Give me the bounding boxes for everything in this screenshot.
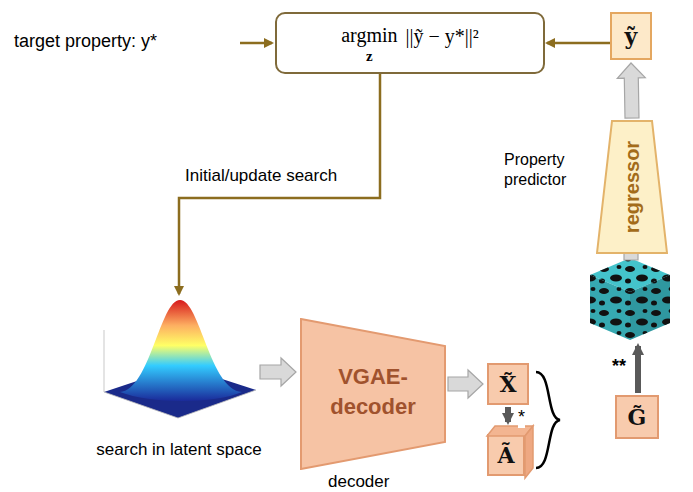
input-arrow	[240, 42, 272, 45]
latent-space-plot: search in latent space	[100, 292, 258, 420]
trapezoid-shape	[301, 319, 445, 469]
dark-arrow	[505, 407, 511, 422]
symbol-text: X̃	[499, 371, 516, 397]
operator-text: argmin	[341, 24, 397, 47]
decoder-title: VGAE- decoder	[300, 362, 446, 422]
regressor-text: regressor	[621, 141, 644, 233]
block-arrow	[260, 358, 296, 386]
edge-label: *	[518, 407, 525, 428]
target-label: target property: y*	[14, 31, 157, 52]
caption-text: search in latent space	[96, 440, 261, 460]
symbol-box: X̃	[487, 363, 529, 405]
symbol-box: ỹ	[610, 12, 652, 60]
adjacency-box: Ã	[487, 434, 525, 476]
callout-mark: **	[612, 356, 626, 377]
box-side-face	[525, 426, 533, 478]
argmin-group: argmin z	[341, 24, 397, 63]
heading-text: Property predictor	[504, 150, 586, 190]
decoder-trapezoid: VGAE- decoderdecoder	[300, 318, 446, 470]
gaussian-surface	[104, 300, 256, 418]
box-3d-faces	[487, 426, 547, 486]
symbol-box: G̃	[615, 395, 659, 439]
build-arrow	[635, 346, 641, 393]
block-arrow	[448, 370, 483, 398]
symbol-text: G̃	[628, 404, 647, 430]
regressor-trapezoid: Property predictorregressor	[596, 120, 668, 254]
block-arrow	[617, 63, 645, 118]
feedback-arrow	[547, 42, 610, 45]
subscript-text: z	[366, 49, 373, 63]
symbol-text: Ã	[497, 442, 514, 468]
decoder-caption: decoder	[328, 472, 389, 492]
edge-label: Initial/update search	[185, 166, 337, 186]
norm-text: ||ỹ − y*||²	[406, 25, 479, 48]
objective-box: argmin z ||ỹ − y*||²	[275, 12, 545, 74]
symbol-text: ỹ	[625, 23, 638, 49]
brace	[536, 372, 560, 468]
search-arrow	[179, 74, 380, 294]
trapezoid-shape	[597, 121, 667, 253]
microstructure-cube	[590, 258, 670, 340]
